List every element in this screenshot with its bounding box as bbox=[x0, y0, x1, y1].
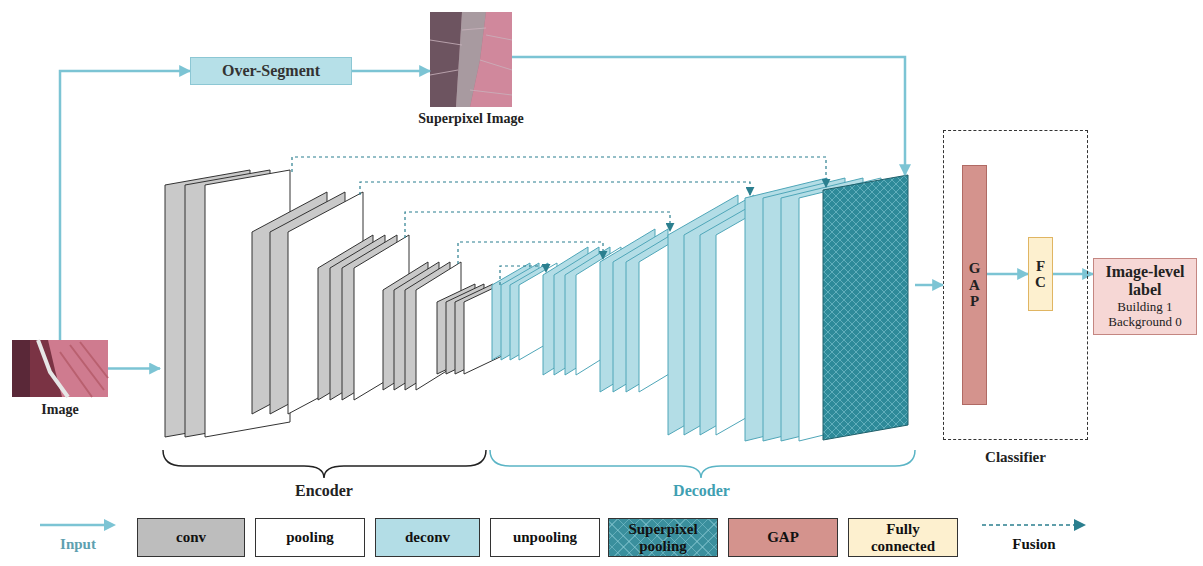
superpixel-picture bbox=[430, 12, 512, 107]
image-edge bbox=[38, 340, 68, 397]
legend-swatch: GAP bbox=[728, 518, 838, 557]
legend-item: pooling bbox=[255, 518, 365, 557]
legend-swatch: Fully connected bbox=[848, 518, 958, 557]
flow-arrow bbox=[352, 70, 430, 73]
legend-line bbox=[982, 524, 1076, 526]
node-text: Image-level label bbox=[1098, 263, 1192, 298]
gap-box: GAP bbox=[962, 165, 987, 405]
legend-text: Superpixel pooling bbox=[613, 521, 713, 554]
image-tree bbox=[12, 340, 30, 397]
legend-text: deconv bbox=[405, 529, 450, 546]
decoder-region: Decoder bbox=[488, 175, 915, 465]
fusion-arrow bbox=[360, 182, 750, 195]
node-heading: Superpixel Image bbox=[418, 111, 523, 127]
node-heading: Image bbox=[41, 402, 78, 418]
node-content: Over-Segment bbox=[191, 58, 351, 84]
fusion-arrow bbox=[500, 266, 546, 285]
legend-item: Fully connected bbox=[848, 518, 958, 557]
encoder-brace bbox=[163, 450, 486, 478]
fusion-arrow bbox=[458, 242, 603, 264]
flow-arrow bbox=[1053, 273, 1093, 276]
node-content: FC bbox=[1029, 238, 1052, 310]
flow-arrow bbox=[987, 273, 1028, 276]
legend-text: Fully connected bbox=[853, 521, 953, 554]
legend-swatch: deconv bbox=[375, 518, 480, 557]
node-heading: Classifier bbox=[985, 449, 1046, 466]
image-ground bbox=[12, 340, 108, 397]
legend-line bbox=[40, 524, 106, 527]
node-content: GAP bbox=[963, 166, 986, 404]
node-text: Over-Segment bbox=[222, 62, 320, 80]
legend-swatch: pooling bbox=[255, 518, 365, 557]
legend-text: Input bbox=[36, 536, 120, 553]
image-roof bbox=[48, 340, 108, 397]
node-content: Image-level labelBuilding 1Background 0 bbox=[1094, 259, 1196, 334]
legend-arrowhead bbox=[1074, 519, 1086, 531]
legend-text: unpooling bbox=[513, 529, 577, 546]
superpixel-image: Superpixel Image bbox=[430, 12, 512, 107]
legend-item: GAP bbox=[728, 518, 838, 557]
node-text: FC bbox=[1033, 258, 1048, 291]
node-heading: Encoder bbox=[295, 482, 353, 500]
legend-swatch: Superpixel pooling bbox=[608, 518, 718, 557]
node-text: GAP bbox=[967, 260, 982, 310]
image-tiles bbox=[60, 342, 108, 397]
flow-arrow bbox=[512, 57, 905, 175]
flow-arrow bbox=[915, 284, 943, 287]
flow-arrow bbox=[108, 367, 160, 370]
legend-line-sample bbox=[36, 518, 120, 532]
encoder-region: Encoder bbox=[160, 165, 488, 465]
legend-text: GAP bbox=[767, 529, 799, 546]
fc-box: FC bbox=[1028, 237, 1053, 311]
superpixel-borders bbox=[430, 28, 512, 95]
legend-text: conv bbox=[176, 529, 206, 546]
node-text: Background 0 bbox=[1108, 314, 1181, 330]
legend-item: Input bbox=[36, 518, 120, 553]
process-box: Over-Segment bbox=[190, 57, 352, 85]
node-text: Building 1 bbox=[1117, 299, 1172, 315]
legend-item: Superpixel pooling bbox=[608, 518, 718, 557]
input-image: Image bbox=[12, 340, 108, 397]
layer-stack bbox=[165, 170, 908, 441]
legend-swatch: conv bbox=[137, 518, 245, 557]
legend-swatch: unpooling bbox=[490, 518, 600, 557]
layer-slab bbox=[823, 175, 908, 440]
flow-arrow bbox=[60, 71, 190, 340]
node-heading: Decoder bbox=[673, 482, 730, 500]
superpixel-ground bbox=[430, 12, 512, 107]
decoder-brace bbox=[490, 450, 915, 478]
legend-item: conv bbox=[137, 518, 245, 557]
legend-item: Fusion bbox=[978, 518, 1090, 553]
legend-text: pooling bbox=[286, 529, 334, 546]
legend-text: Fusion bbox=[978, 536, 1090, 553]
classifier-box: ClassifierGAPFC bbox=[943, 130, 1088, 440]
fusion-arrow bbox=[405, 212, 670, 238]
legend-item: deconv bbox=[375, 518, 480, 557]
legend-arrowhead bbox=[104, 519, 116, 531]
legend-line-sample bbox=[978, 518, 1090, 532]
output-box: Image-level labelBuilding 1Background 0 bbox=[1093, 258, 1197, 335]
legend-item: unpooling bbox=[490, 518, 600, 557]
input-image bbox=[12, 340, 108, 397]
